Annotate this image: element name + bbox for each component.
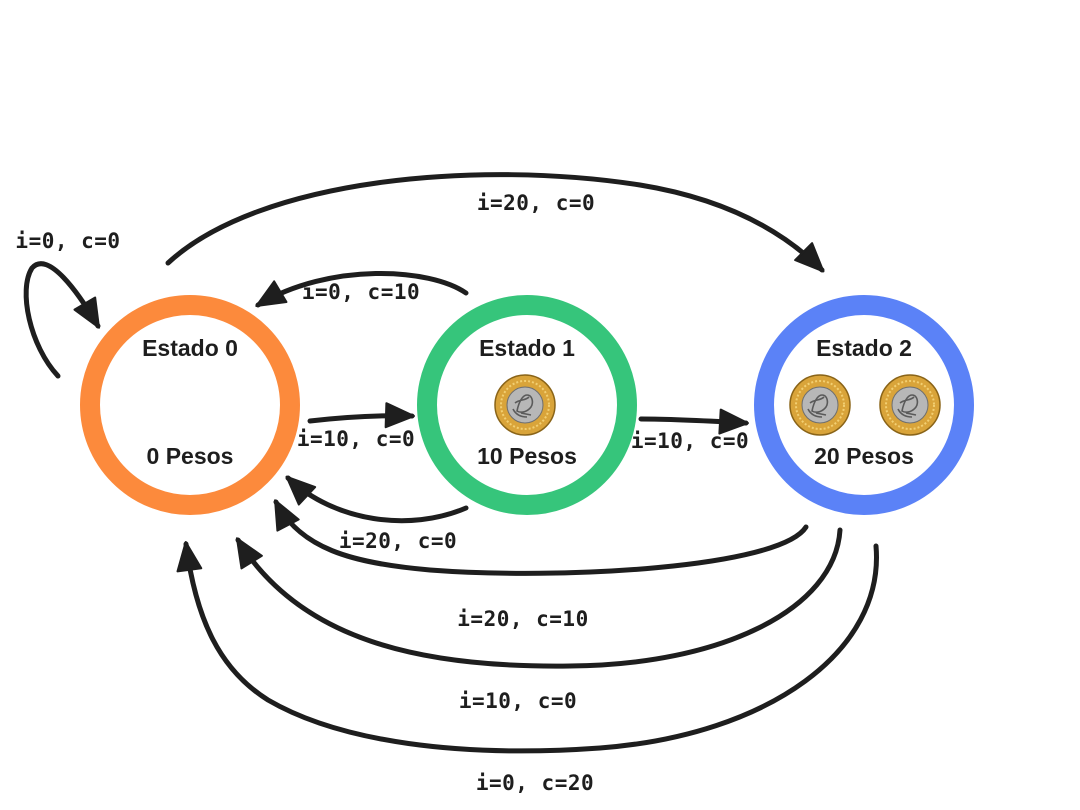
transition-label-self-loop-0: i=0, c=0 <box>15 229 120 253</box>
transition-arrow-2-to-0-b <box>235 527 843 669</box>
state-2-title: Estado 2 <box>816 335 912 361</box>
state-0-title: Estado 0 <box>142 335 238 361</box>
transition-label-0-to-1: i=10, c=0 <box>297 427 415 451</box>
transition-label-1-to-0-top: i=0, c=10 <box>302 280 420 304</box>
transition-label-0-to-2: i=20, c=0 <box>477 191 595 215</box>
transition-label-1-to-0-bottom: i=20, c=0 <box>339 529 457 553</box>
transition-label-2-to-0-c: i=0, c=20 <box>476 771 594 795</box>
coin-icon <box>789 374 851 436</box>
transition-arrow-0-to-2 <box>165 172 825 273</box>
transition-arrow-0-to-1 <box>307 402 415 429</box>
transition-arrow-1-to-0-bottom <box>285 475 469 524</box>
transition-arrow-2-to-0-a <box>273 499 809 576</box>
transition-label-2-to-0-b: i=10, c=0 <box>459 689 577 713</box>
coin-icon <box>494 374 556 436</box>
transition-arrow-1-to-2 <box>638 408 749 435</box>
state-1-amount: 10 Pesos <box>477 443 577 469</box>
transition-arrow-2-to-0-c <box>176 541 879 754</box>
transition-arrow-1-to-0-top <box>255 271 469 308</box>
transition-arrow-self-loop-0 <box>23 261 101 379</box>
state-0-circle <box>80 295 300 515</box>
state-1-circle <box>417 295 637 515</box>
state-2-circle <box>754 295 974 515</box>
transition-label-1-to-2: i=10, c=0 <box>631 429 749 453</box>
state-1-title: Estado 1 <box>479 335 575 361</box>
state-2-amount: 20 Pesos <box>814 443 914 469</box>
transition-label-2-to-0-a: i=20, c=10 <box>457 607 588 631</box>
state-0-amount: 0 Pesos <box>147 443 234 469</box>
coin-icon <box>879 374 941 436</box>
